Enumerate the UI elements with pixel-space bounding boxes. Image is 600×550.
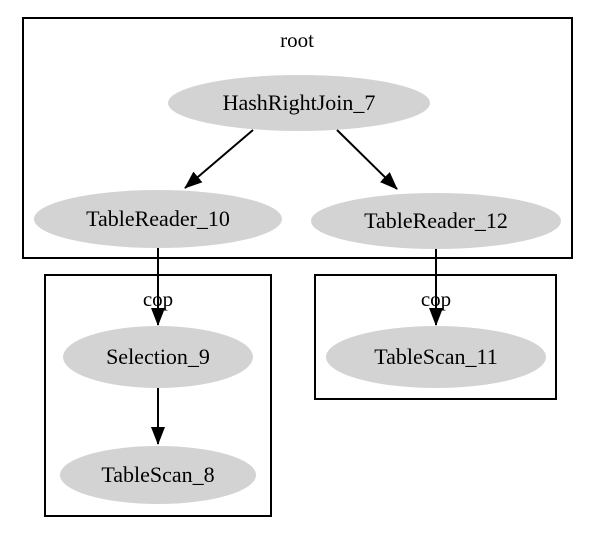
cluster-cop-left-label: cop [142, 287, 174, 311]
node-tablereader-10: TableReader_10 [34, 190, 282, 248]
node-tablereader-12: TableReader_12 [311, 193, 561, 249]
cluster-cop-right-label: cop [420, 287, 452, 311]
node-selection-9: Selection_9 [63, 326, 253, 388]
cluster-root-label: root [280, 28, 314, 52]
node-tablescan-8: TableScan_8 [60, 446, 256, 504]
node-tablescan-11: TableScan_11 [326, 326, 546, 388]
cluster-root-box [22, 17, 573, 259]
node-hashrightjoin-7: HashRightJoin_7 [168, 75, 430, 131]
